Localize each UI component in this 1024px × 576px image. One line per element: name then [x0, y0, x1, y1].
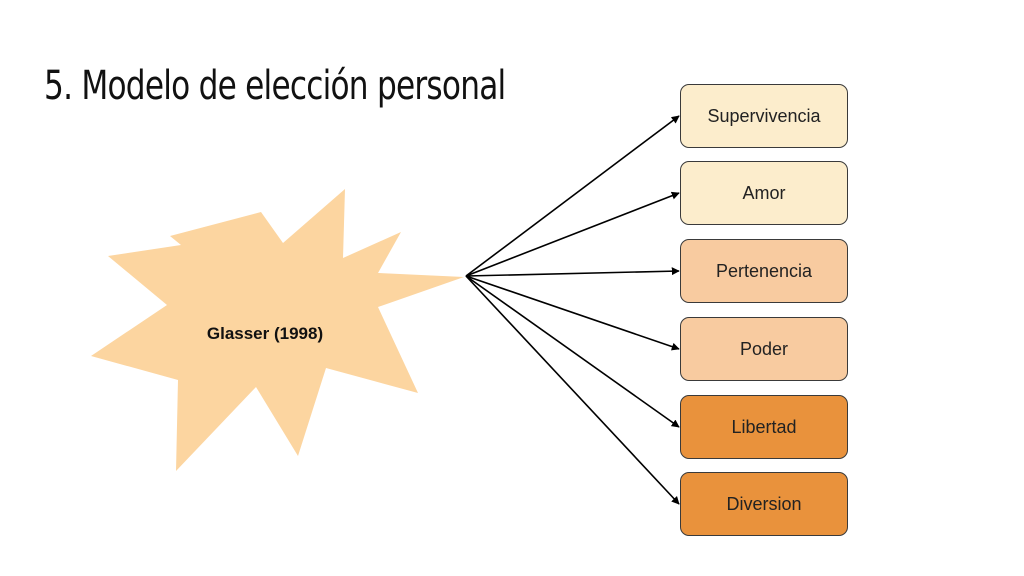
source-label: Glasser (1998) — [206, 324, 324, 343]
arrow-to-need-1 — [465, 115, 680, 277]
arrow-to-need-4 — [465, 275, 680, 351]
need-box-pertenencia: Pertenencia — [680, 239, 848, 303]
need-box-diversion: Diversion — [680, 472, 848, 536]
slide-title: 5. Modelo de elección personal — [44, 63, 506, 109]
arrow-to-need-6 — [465, 275, 680, 505]
arrow-to-need-5 — [465, 275, 680, 428]
arrow-to-need-2 — [465, 191, 680, 277]
need-box-libertad: Libertad — [680, 395, 848, 459]
starburst-shape — [91, 189, 464, 471]
need-box-poder: Poder — [680, 317, 848, 381]
arrow-to-need-3 — [465, 267, 680, 277]
arrow-group — [465, 115, 680, 505]
need-box-supervivencia: Supervivencia — [680, 84, 848, 148]
need-box-amor: Amor — [680, 161, 848, 225]
